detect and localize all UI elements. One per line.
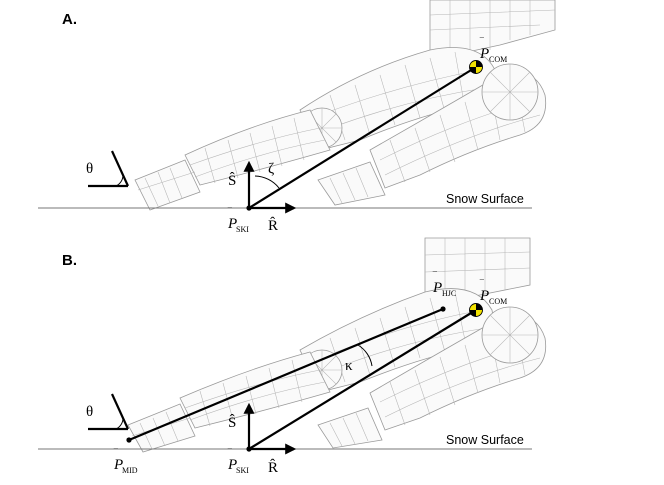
panel-b-label: B. <box>62 252 77 269</box>
panel-b-wireframe-body <box>127 237 547 453</box>
panel-b-hjc-label: P ‾ HJC <box>432 271 456 298</box>
panel-a-ski-point <box>246 205 252 211</box>
panel-b-ski-point <box>246 446 252 452</box>
svg-text:‾: ‾ <box>432 271 437 283</box>
svg-text:SKI: SKI <box>236 466 249 475</box>
panel-a-surface-label: Snow Surface <box>446 192 524 206</box>
panel-b-kappa-arc <box>357 344 373 367</box>
svg-text:COM: COM <box>489 297 507 306</box>
panel-a-com-label: P ‾ COM <box>479 37 507 64</box>
svg-text:COM: COM <box>489 55 507 64</box>
svg-text:P: P <box>479 288 489 304</box>
panel-a-zeta-arc <box>254 175 280 189</box>
panel-b-hjc-point <box>440 306 446 312</box>
panel-a-theta-label: θ <box>86 161 93 177</box>
panel-a-label: A. <box>62 11 77 28</box>
svg-text:P: P <box>227 216 237 232</box>
svg-text:‾: ‾ <box>227 448 232 460</box>
svg-text:SKI: SKI <box>236 225 249 234</box>
svg-text:P: P <box>479 46 489 62</box>
panel-a-zeta-label: ζ <box>268 161 274 177</box>
panel-b-com-marker <box>469 303 483 317</box>
panel-b-kappa-label: κ <box>345 358 353 374</box>
panel-a-r-label: R̂ <box>268 217 278 234</box>
panel-a-com-vector <box>248 66 477 209</box>
svg-text:‾: ‾ <box>227 207 232 219</box>
panel-b-com-label: P ‾ COM <box>479 279 507 306</box>
svg-text:HJC: HJC <box>442 289 456 298</box>
panel-a-theta-marker: θ <box>86 150 130 188</box>
panel-a-s-label: Ŝ <box>228 172 236 189</box>
svg-text:‾: ‾ <box>479 279 484 291</box>
panel-b-mid-point <box>126 437 132 443</box>
panel-a-ski-label: P ‾ SKI <box>227 207 249 234</box>
panel-b-theta-marker: θ <box>86 393 130 431</box>
panel-a-wireframe-body <box>134 0 556 211</box>
panel-b-theta-label: θ <box>86 404 93 420</box>
panel-b-surface-label: Snow Surface <box>446 433 524 447</box>
panel-b-mid-hjc-line <box>128 307 444 442</box>
svg-text:P: P <box>113 457 123 473</box>
svg-text:‾: ‾ <box>113 448 118 460</box>
panel-b-ski-label: P ‾ SKI <box>227 448 249 475</box>
panel-b-com-vector <box>248 309 477 450</box>
svg-text:P: P <box>227 457 237 473</box>
panel-b-mid-label: P ‾ MID <box>113 448 138 475</box>
panel-b: B. Snow Surface <box>38 237 547 476</box>
svg-text:P: P <box>432 280 442 296</box>
panel-b-s-label: Ŝ <box>228 414 236 431</box>
svg-text:MID: MID <box>122 466 138 475</box>
svg-text:‾: ‾ <box>479 37 484 49</box>
panel-a-com-marker <box>469 60 483 74</box>
panel-b-r-label: R̂ <box>268 459 278 476</box>
panel-a: A. Snow <box>38 0 556 234</box>
